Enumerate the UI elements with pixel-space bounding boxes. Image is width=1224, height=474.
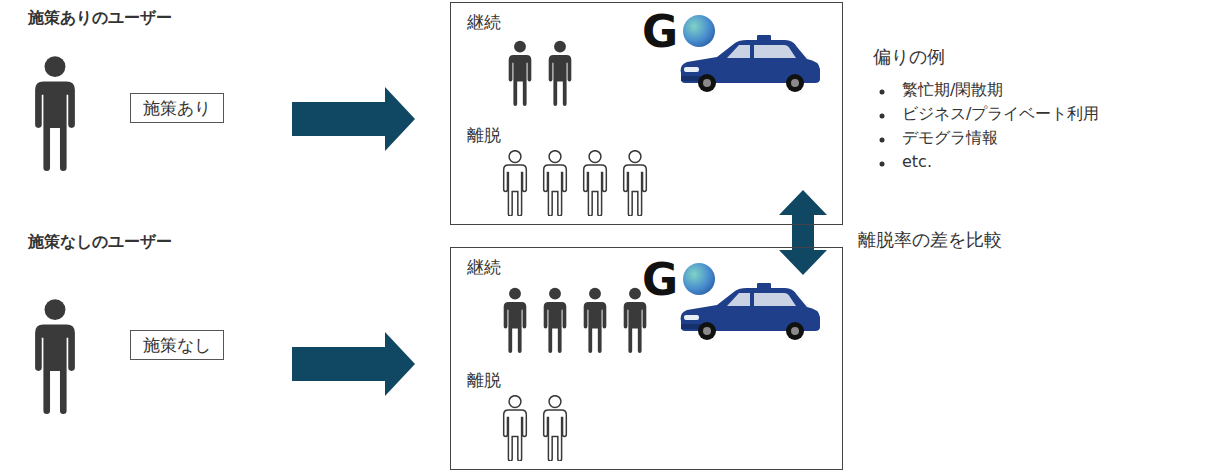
group-heading: 施策ありのユーザー <box>28 8 172 29</box>
bullet-item: 繁忙期/閑散期 <box>902 80 1003 101</box>
compare-arrow <box>779 190 827 275</box>
logo-mark <box>683 15 715 47</box>
outcome-label: 離脱 <box>467 124 501 146</box>
user-icon <box>35 299 75 414</box>
condition-box: 施策なし <box>130 330 224 360</box>
note-heading: 偏りの例 <box>873 45 945 68</box>
taxi-illustration <box>681 283 820 340</box>
bullet-marks <box>880 90 885 167</box>
bullet-item: etc. <box>902 152 932 173</box>
edge-label: 離脱率の差を比較 <box>858 228 1002 251</box>
bullet-item: デモグラ情報 <box>902 128 998 149</box>
flow-arrow <box>292 87 415 151</box>
taxi-illustration <box>681 35 820 92</box>
outcome-label: 継続 <box>467 11 501 33</box>
flow-arrow <box>292 332 415 396</box>
condition-box: 施策あり <box>130 93 224 123</box>
outcome-label: 離脱 <box>467 369 501 391</box>
logo-letter: G <box>642 3 678 60</box>
outcome-label: 継続 <box>467 256 501 278</box>
logo-mark <box>683 263 715 295</box>
bullet-item: ビジネス/プライベート利用 <box>902 104 1099 125</box>
condition-label: 施策なし <box>143 334 211 356</box>
condition-label: 施策あり <box>143 97 211 119</box>
user-icon <box>35 56 75 171</box>
churned-users <box>504 151 647 461</box>
group-heading: 施策なしのユーザー <box>28 232 172 253</box>
retained-users <box>504 41 647 353</box>
logo-letter: G <box>642 251 678 308</box>
